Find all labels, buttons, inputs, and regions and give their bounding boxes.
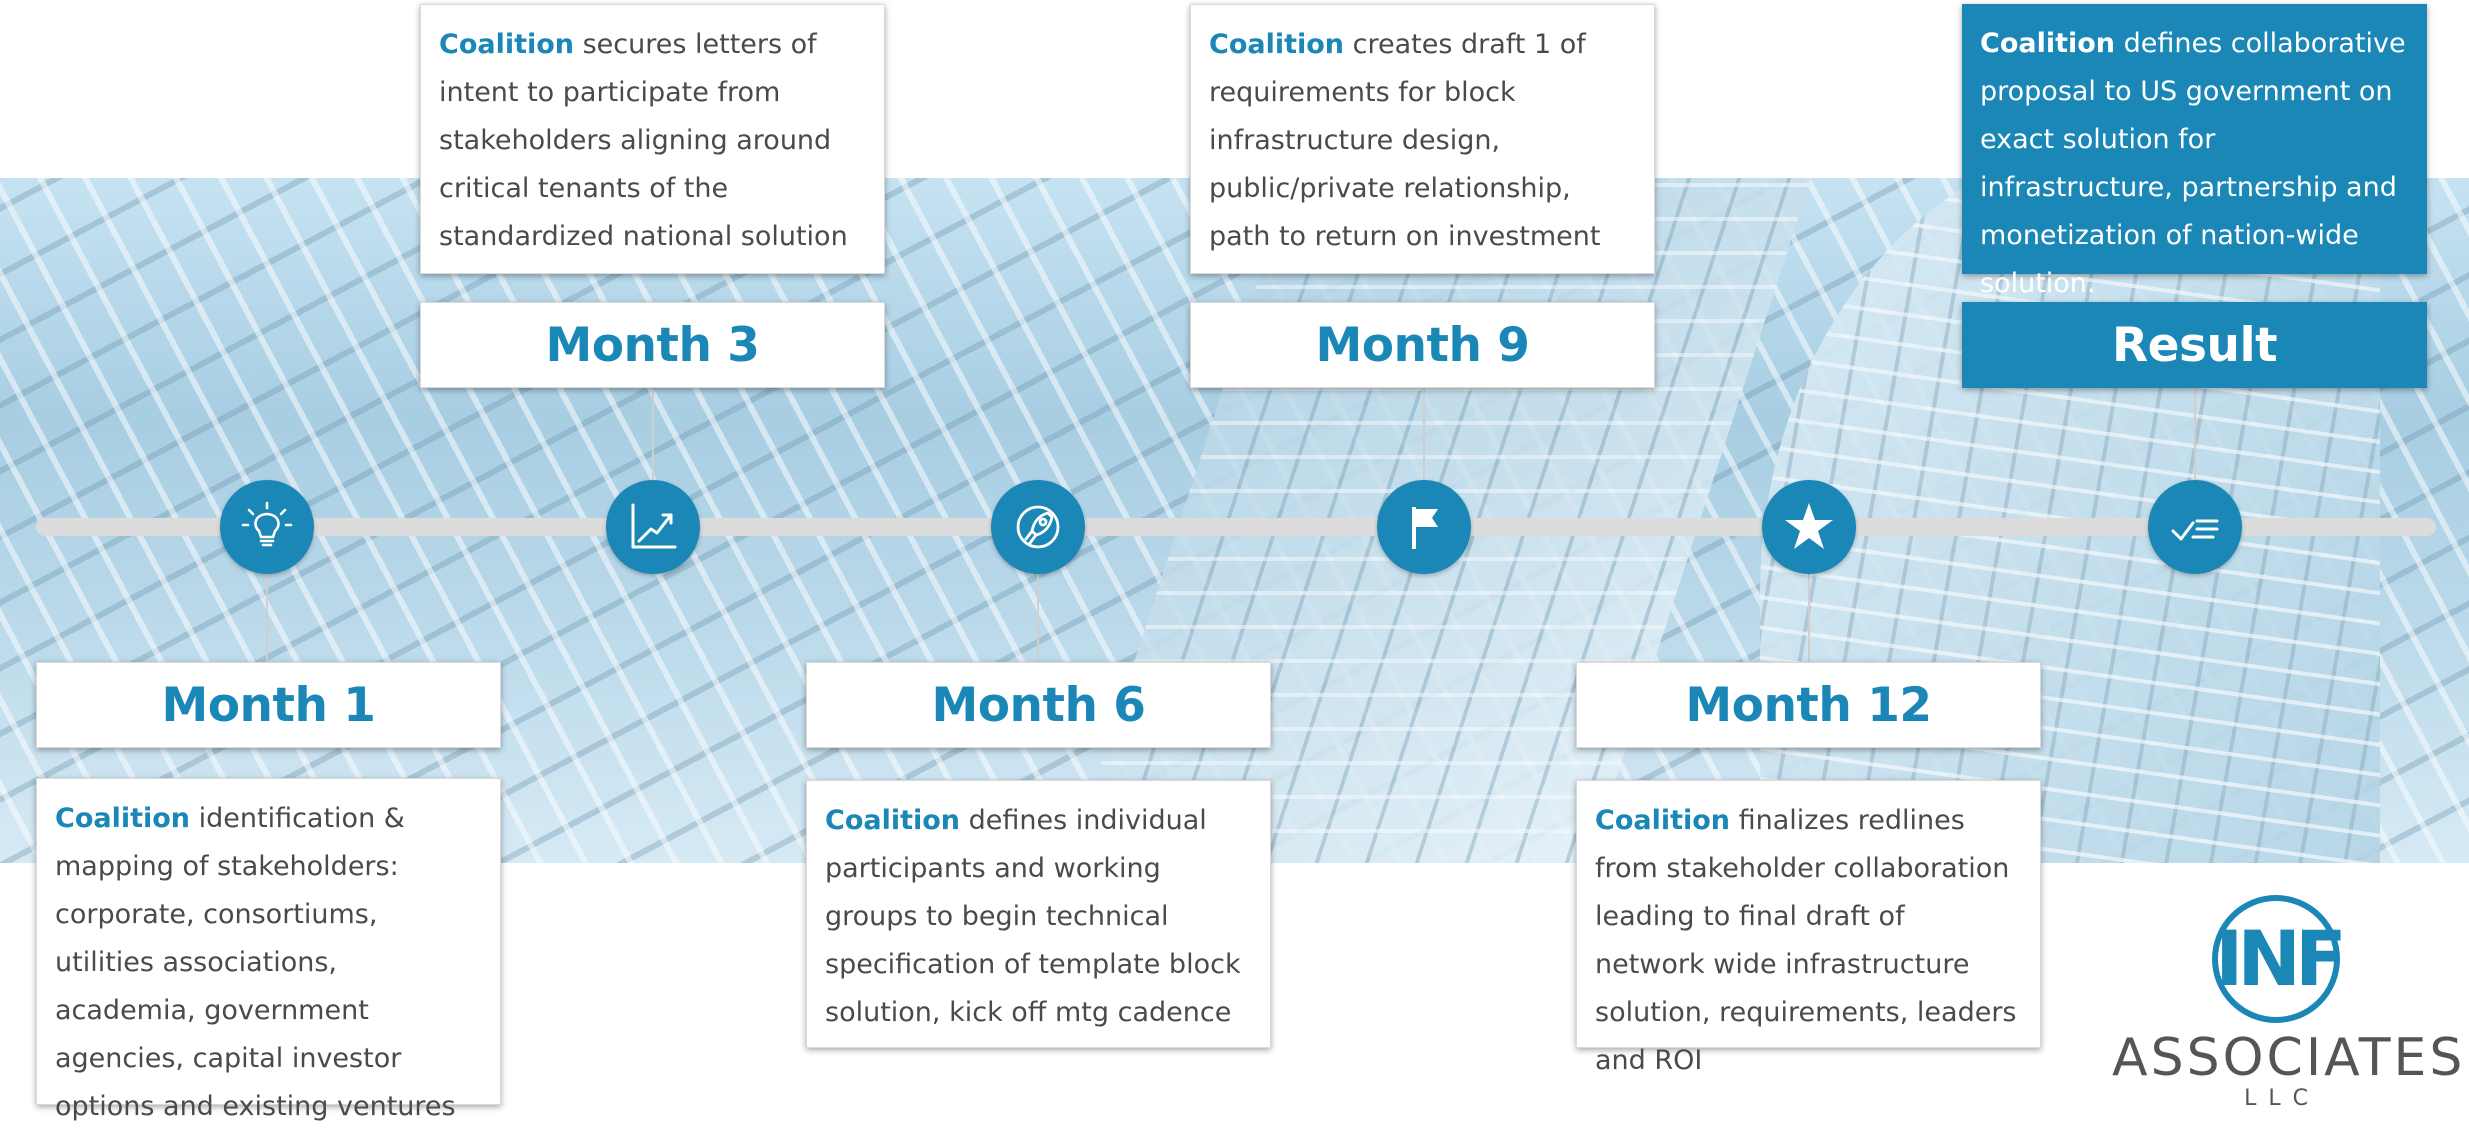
lightbulb-icon <box>220 480 314 574</box>
desc-lead: Coalition <box>55 803 191 834</box>
desc-text: defines individual participants and work… <box>825 805 1241 1028</box>
desc-lead: Coalition <box>1595 805 1731 836</box>
milestone-title-text: Month 9 <box>1315 317 1530 373</box>
desc-lead: Coalition <box>439 29 575 60</box>
stem-m12 <box>1808 570 1810 662</box>
milestone-desc-month-1: Coalition identification & mapping of st… <box>36 778 501 1122</box>
rocket-icon <box>991 480 1085 574</box>
logo-subtext: LLC <box>2244 1086 2320 1111</box>
milestone-title-result: Result <box>1962 302 2427 388</box>
milestone-title-month-6: Month 6 <box>806 662 1271 748</box>
milestone-desc-month-9: Coalition creates draft 1 of requirement… <box>1190 4 1655 274</box>
star-icon <box>1762 480 1856 574</box>
milestone-title-month-9: Month 9 <box>1190 302 1655 388</box>
desc-text: defines collaborative proposal to US gov… <box>1980 28 2406 299</box>
milestone-desc-result: Coalition defines collaborative proposal… <box>1962 4 2427 299</box>
logo-ring <box>2212 895 2340 1023</box>
flag-icon <box>1377 480 1471 574</box>
desc-text: creates draft 1 of requirements for bloc… <box>1209 29 1601 252</box>
desc-text: secures letters of intent to participate… <box>439 29 848 252</box>
desc-lead: Coalition <box>1209 29 1345 60</box>
logo-wordmark: ASSOCIATES <box>2112 1028 2466 1088</box>
milestone-title-month-12: Month 12 <box>1576 662 2041 748</box>
stem-result <box>2194 388 2196 482</box>
milestone-title-month-1: Month 1 <box>36 662 501 748</box>
milestone-desc-month-12: Coalition finalizes redlines from stakeh… <box>1576 780 2041 1076</box>
milestone-title-month-3: Month 3 <box>420 302 885 388</box>
desc-lead: Coalition <box>1980 28 2116 59</box>
company-logo: INF ASSOCIATES LLC <box>2112 890 2466 1111</box>
desc-lead: Coalition <box>825 805 961 836</box>
milestone-title-text: Month 6 <box>931 677 1146 733</box>
growth-chart-icon <box>606 480 700 574</box>
milestone-desc-month-3: Coalition secures letters of intent to p… <box>420 4 885 274</box>
milestone-title-text: Month 3 <box>545 317 760 373</box>
desc-text: identification & mapping of stakeholders… <box>55 803 456 1122</box>
stem-m6 <box>1037 570 1039 662</box>
stem-m3 <box>652 388 654 482</box>
milestone-desc-month-6: Coalition defines individual participant… <box>806 780 1271 1048</box>
desc-text: finalizes redlines from stakeholder coll… <box>1595 805 2017 1076</box>
milestone-title-text: Month 1 <box>161 677 376 733</box>
logo-mark: INF <box>2215 914 2347 1003</box>
timeline-axis <box>36 518 2436 536</box>
stem-m1 <box>266 570 268 662</box>
milestone-title-text: Result <box>2111 317 2278 373</box>
checklist-icon <box>2148 480 2242 574</box>
stem-m9 <box>1423 388 1425 482</box>
milestone-title-text: Month 12 <box>1685 677 1932 733</box>
